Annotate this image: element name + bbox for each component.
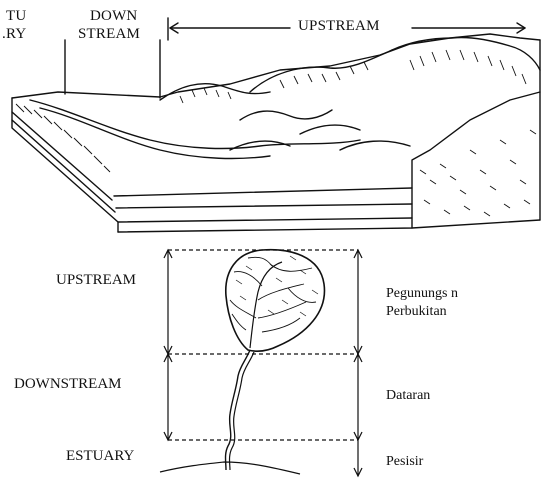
top-upstream-label: UPSTREAM	[298, 18, 380, 35]
region-pesisir-label: Pesisir	[386, 452, 423, 472]
hill-right	[392, 37, 540, 70]
main-channel-upper	[250, 262, 282, 348]
top-estuary-label-line2: .RY	[2, 26, 26, 43]
region-perbukitan-label: Perbukitan	[386, 302, 447, 322]
region-pegunungan-label: Pegunungs n	[386, 284, 458, 304]
zone-upstream-label: UPSTREAM	[56, 272, 136, 289]
top-downstream-label-line1: DOWN	[90, 8, 137, 25]
zone-estuary-label: ESTUARY	[66, 448, 134, 465]
hill-mid	[250, 50, 392, 92]
block-top-ridge	[12, 34, 540, 98]
top-estuary-label-line1: TU	[6, 8, 26, 25]
region-dataran-label: Dataran	[386, 386, 430, 406]
river-basin	[226, 250, 325, 470]
zone-downstream-label: DOWNSTREAM	[14, 376, 122, 393]
top-downstream-label-line2: STREAM	[78, 26, 140, 43]
